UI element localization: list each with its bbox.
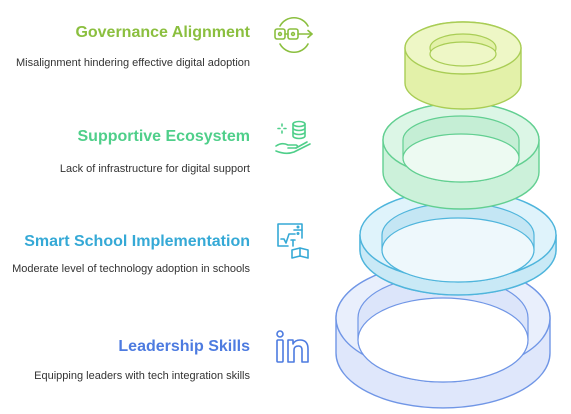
math-book-icon: [272, 218, 316, 267]
item-title: Smart School Implementation: [24, 233, 250, 250]
item-smart-school-implementation: Smart School Implementation Moderate lev…: [0, 225, 250, 305]
item-supportive-ecosystem: Supportive Ecosystem Lack of infrastruct…: [0, 120, 250, 200]
item-title: Supportive Ecosystem: [77, 128, 251, 145]
ring-supportive-ecosystem: [382, 102, 540, 210]
item-description: Misalignment hindering effective digital…: [16, 57, 250, 69]
item-leadership-skills: Leadership Skills Equipping leaders with…: [0, 330, 250, 410]
ring-stack: [335, 21, 557, 409]
item-description: Moderate level of technology adoption in…: [12, 263, 250, 275]
item-description: Equipping leaders with tech integration …: [34, 370, 250, 382]
item-governance-alignment: Governance Alignment Misalignment hinder…: [0, 20, 250, 100]
item-title: Governance Alignment: [75, 24, 250, 41]
item-title: Leadership Skills: [118, 338, 250, 355]
hand-database-icon: [272, 115, 316, 164]
ring-smart-school-implementation: [359, 189, 557, 296]
item-description: Lack of infrastructure for digital suppo…: [59, 163, 250, 175]
ring-governance-alignment: [404, 21, 522, 110]
linkedin-icon: [272, 325, 316, 374]
governance-flow-icon: [272, 15, 318, 60]
